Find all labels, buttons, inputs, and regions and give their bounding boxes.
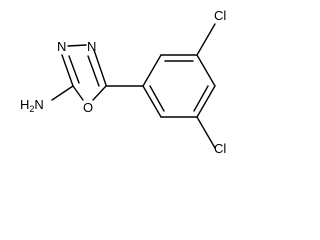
amine-n: N	[34, 97, 43, 112]
bond-ph-inner-c	[149, 85, 165, 112]
bond-ph-3-4	[196, 54, 216, 87]
amine-label: H2N	[20, 97, 44, 114]
bond-n4-c5-second	[87, 55, 100, 87]
bond-ph-inner-b	[193, 85, 209, 112]
amine-h: H	[20, 97, 29, 112]
bond-ph-6-1	[142, 85, 162, 118]
bond-ph-1-2	[142, 54, 162, 87]
bond-cl-top	[196, 23, 216, 56]
bond-n4-c5	[93, 49, 107, 86]
phenyl-ring	[142, 54, 216, 118]
bond-ph-4-5	[196, 85, 216, 118]
chemical-structure-diagram: H2N N N O Cl Cl	[20, 8, 226, 155]
ring-nitrogen-right: N	[87, 39, 96, 54]
ring-nitrogen-left: N	[57, 39, 66, 54]
ring-oxygen: O	[83, 100, 93, 115]
chlorine-top: Cl	[214, 8, 226, 23]
bond-c2-n3-second	[68, 55, 80, 84]
bond-c5-o1	[92, 85, 107, 101]
bond-cl-bottom	[196, 116, 216, 149]
bond-n3-n4	[67, 44, 87, 47]
oxadiazole-ring	[61, 44, 107, 101]
amine-subscript: 2	[29, 104, 34, 114]
bond-c2-nh2	[51, 85, 74, 101]
bond-o1-c2	[72, 85, 84, 101]
chlorine-bottom: Cl	[214, 141, 226, 155]
bond-c2-n3	[61, 54, 74, 87]
